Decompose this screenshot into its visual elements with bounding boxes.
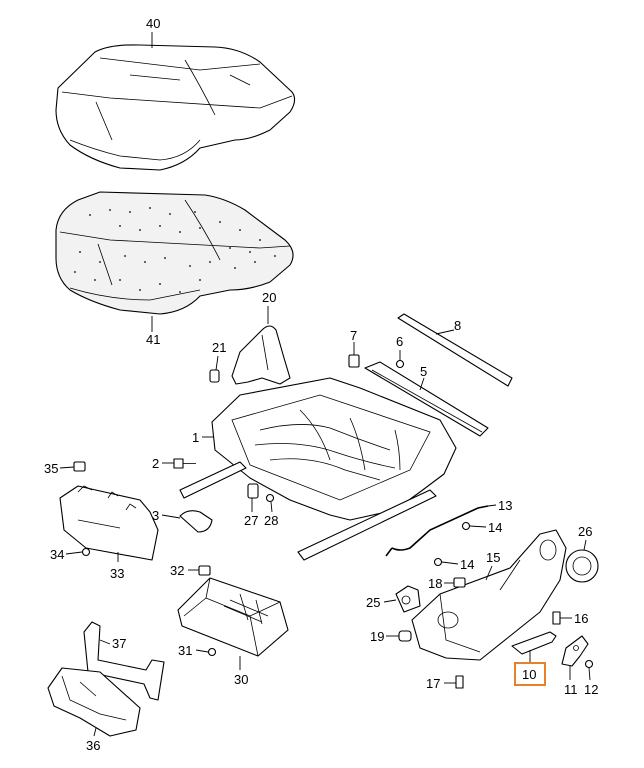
callout-35: 35 bbox=[44, 461, 58, 476]
callout-8: 8 bbox=[454, 318, 461, 333]
part-21-clip[interactable] bbox=[209, 369, 220, 383]
part-32-clip[interactable] bbox=[198, 565, 211, 576]
part-13-cable[interactable] bbox=[385, 505, 489, 557]
callout-32: 32 bbox=[170, 563, 184, 578]
callout-31: 31 bbox=[178, 643, 192, 658]
part-19-cap[interactable] bbox=[398, 630, 412, 642]
part-41-seat-foam[interactable] bbox=[55, 191, 294, 315]
part-14-screw-upper[interactable] bbox=[461, 521, 471, 531]
part-27-fastener[interactable] bbox=[247, 483, 259, 499]
part-14-screw-lower[interactable] bbox=[433, 557, 443, 567]
part-15-side-shield[interactable] bbox=[411, 529, 567, 661]
callout-labels: 40 41 20 21 8 7 6 5 1 2 3 35 34 33 27 28… bbox=[44, 16, 598, 753]
part-28-screw[interactable] bbox=[265, 493, 275, 503]
callout-11: 11 bbox=[564, 682, 578, 697]
callout-6: 6 bbox=[396, 334, 403, 349]
callout-13: 13 bbox=[498, 498, 512, 513]
callout-18: 18 bbox=[428, 576, 442, 591]
part-7-clip[interactable] bbox=[348, 354, 360, 368]
part-6-screw[interactable] bbox=[395, 359, 405, 369]
leader-lines bbox=[59, 32, 591, 737]
callout-15: 15 bbox=[486, 550, 500, 565]
callout-41: 41 bbox=[146, 332, 160, 347]
callout-14-upper: 14 bbox=[488, 520, 502, 535]
part-31-screw[interactable] bbox=[207, 647, 217, 657]
callout-10: 10 bbox=[522, 667, 536, 682]
callout-2: 2 bbox=[152, 456, 159, 471]
callout-36: 36 bbox=[86, 738, 100, 753]
part-25-switch[interactable] bbox=[395, 585, 421, 613]
callout-21: 21 bbox=[212, 340, 226, 355]
part-34-screw[interactable] bbox=[81, 547, 91, 557]
part-35-clip[interactable] bbox=[73, 461, 86, 472]
part-40-seat-cover[interactable] bbox=[55, 44, 296, 171]
part-33-side-panel[interactable] bbox=[59, 485, 159, 561]
callout-26: 26 bbox=[578, 524, 592, 539]
part-1-seat-frame[interactable] bbox=[179, 377, 457, 561]
callout-33: 33 bbox=[110, 566, 124, 581]
callout-5: 5 bbox=[420, 364, 427, 379]
callout-34: 34 bbox=[50, 547, 64, 562]
part-17-bolt[interactable] bbox=[455, 675, 464, 689]
callout-17: 17 bbox=[426, 676, 440, 691]
part-11-bracket[interactable] bbox=[561, 635, 589, 667]
part-36-housing[interactable] bbox=[47, 667, 141, 737]
part-5-rail-cover[interactable] bbox=[364, 361, 489, 437]
callout-30: 30 bbox=[234, 672, 248, 687]
highlight-box-callout-10 bbox=[514, 662, 546, 686]
callout-7: 7 bbox=[350, 328, 357, 343]
callout-16: 16 bbox=[574, 611, 588, 626]
part-30-control-unit[interactable] bbox=[177, 577, 289, 657]
callout-25: 25 bbox=[366, 595, 380, 610]
part-18-clip[interactable] bbox=[453, 577, 466, 588]
part-37-bracket[interactable] bbox=[83, 621, 165, 701]
part-3-bracket[interactable] bbox=[179, 510, 213, 533]
callout-14-lower: 14 bbox=[460, 557, 474, 572]
callout-20: 20 bbox=[262, 290, 276, 305]
callout-19: 19 bbox=[370, 629, 384, 644]
part-8-trim-strip[interactable] bbox=[397, 313, 513, 387]
callout-37: 37 bbox=[112, 636, 126, 651]
part-2-bolt[interactable] bbox=[173, 458, 196, 469]
part-10-cover[interactable] bbox=[511, 631, 557, 655]
callout-1: 1 bbox=[192, 430, 199, 445]
part-12-screw[interactable] bbox=[584, 659, 594, 669]
callout-40: 40 bbox=[146, 16, 160, 31]
part-26-knob[interactable] bbox=[565, 549, 599, 583]
part-16-screw[interactable] bbox=[552, 611, 561, 625]
callout-3: 3 bbox=[152, 508, 159, 523]
callout-12: 12 bbox=[584, 682, 598, 697]
part-20-side-trim[interactable] bbox=[231, 325, 291, 385]
callout-28: 28 bbox=[264, 513, 278, 528]
callout-27: 27 bbox=[244, 513, 258, 528]
